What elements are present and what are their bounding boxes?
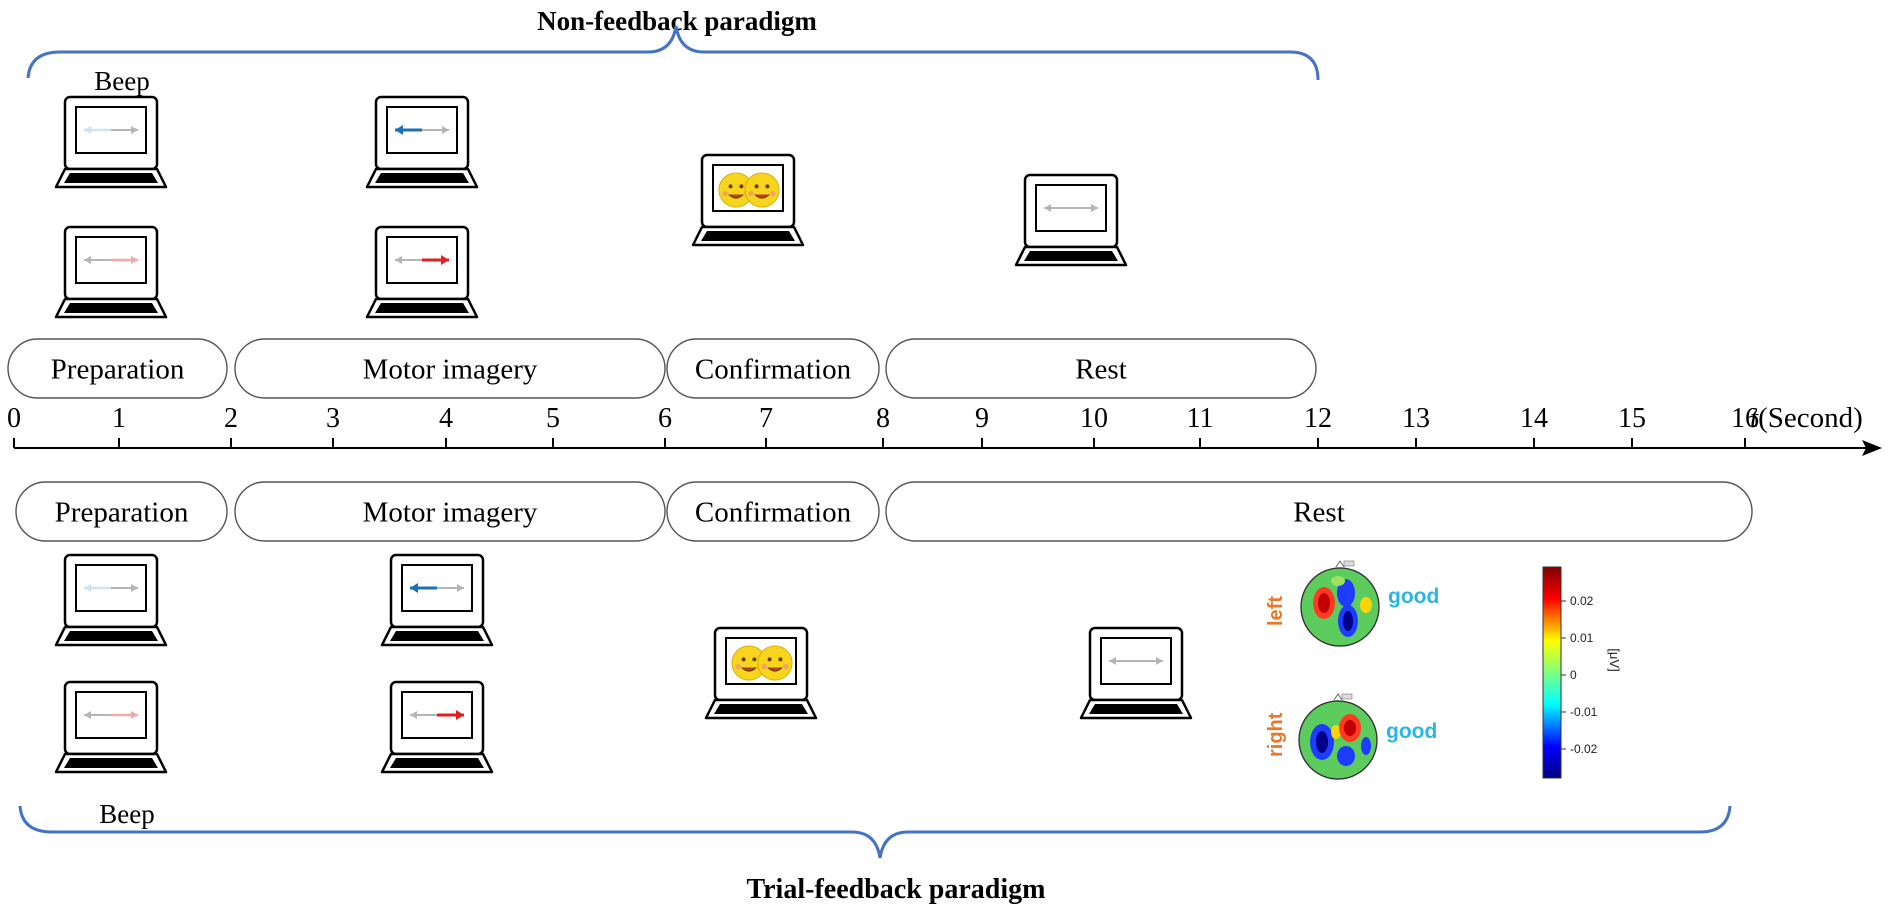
laptop-top-prep-right <box>54 225 168 319</box>
phase-pill <box>15 481 228 542</box>
colorbar-tick-label: -0.02 <box>1570 742 1598 756</box>
axis-tick-label: 3 <box>326 403 340 434</box>
axis-arrow-icon <box>1862 440 1882 456</box>
feedback-good-bottom: good <box>1386 720 1437 743</box>
laptop-bottom-mi-right <box>380 680 494 774</box>
beep-bottom: Beep <box>99 799 154 829</box>
colorbar-unit: [μV] <box>1607 648 1622 671</box>
emoji-wink-icon <box>744 172 780 208</box>
phase-pill <box>885 481 1753 542</box>
phases-top: Preparation Motor imagery Confirmation Rest <box>7 338 1317 399</box>
phase-label: Preparation <box>55 497 189 529</box>
colorbar-tick-label: 0.01 <box>1570 631 1594 645</box>
phase-pill <box>885 338 1317 399</box>
axis-tick-label: 4 <box>439 403 453 434</box>
axis-label: t(Second) <box>1750 402 1863 434</box>
feedback-panel: left good right <box>1265 560 1622 780</box>
emoji-wink-icon <box>757 645 793 681</box>
beep-top: Beep <box>94 66 149 96</box>
axis-tick-label: 14 <box>1520 403 1548 434</box>
laptop-bottom-confirmation <box>704 626 818 720</box>
axis-tick-label: 10 <box>1080 403 1108 434</box>
axis-tick-label: 12 <box>1304 403 1332 434</box>
feedback-left-label: left <box>1265 596 1287 626</box>
colorbar <box>1542 566 1562 779</box>
colorbar-tick-label: 0 <box>1570 668 1577 682</box>
axis-tick-label: 0 <box>7 403 21 434</box>
laptop-top-prep-left <box>54 95 168 189</box>
title-trial-feedback: Trial-feedback paradigm <box>747 874 1046 905</box>
colorbar-ticks: 0.02 0.01 0 -0.01 -0.02 <box>1561 594 1598 756</box>
time-axis <box>14 440 1882 456</box>
phase-label: Motor imagery <box>363 354 538 386</box>
axis-tick-label: 15 <box>1618 403 1646 434</box>
topomap-right-icon <box>1298 693 1378 780</box>
axis-tick-label: 6 <box>658 403 672 434</box>
laptop-top-confirmation <box>691 153 805 247</box>
laptop-bottom-mi-left <box>380 553 494 647</box>
phase-pill <box>666 481 880 542</box>
phase-label: Rest <box>1075 354 1127 386</box>
laptop-top-rest <box>1014 173 1128 267</box>
phase-pill <box>234 481 666 542</box>
axis-tick-label: 16 <box>1731 403 1759 434</box>
phase-label: Motor imagery <box>363 497 538 529</box>
phase-label: Confirmation <box>695 497 852 529</box>
phase-pill <box>666 338 880 399</box>
axis-tick-label: 1 <box>112 403 126 434</box>
laptop-top-mi-right <box>365 225 479 319</box>
axis-tick-label: 11 <box>1187 403 1214 434</box>
axis-tick-label: 8 <box>876 403 890 434</box>
phase-label: Confirmation <box>695 354 852 386</box>
colorbar-tick-label: -0.01 <box>1570 705 1598 719</box>
phase-pill <box>7 338 228 399</box>
axis-tick-label: 13 <box>1402 403 1430 434</box>
phases-bottom: Preparation Motor imagery Confirmation Rest <box>15 481 1753 542</box>
laptop-bottom-rest <box>1079 626 1193 720</box>
laptop-top-mi-left <box>365 95 479 189</box>
brace-bottom <box>18 805 1732 859</box>
colorbar-tick-label: 0.02 <box>1570 594 1594 608</box>
axis-tick-label: 7 <box>759 403 773 434</box>
axis-tick-label: 5 <box>546 403 560 434</box>
phase-label: Preparation <box>51 354 185 386</box>
feedback-right-label: right <box>1265 712 1287 757</box>
feedback-good-top: good <box>1388 585 1439 608</box>
laptop-bottom-prep-left <box>54 553 168 647</box>
phase-label: Rest <box>1293 497 1345 529</box>
topomap-left-icon <box>1300 560 1380 647</box>
brace-top <box>26 25 1320 81</box>
laptop-bottom-prep-right <box>54 680 168 774</box>
axis-tick-label: 9 <box>975 403 989 434</box>
axis-tick-label: 2 <box>224 403 238 434</box>
phase-pill <box>234 338 666 399</box>
